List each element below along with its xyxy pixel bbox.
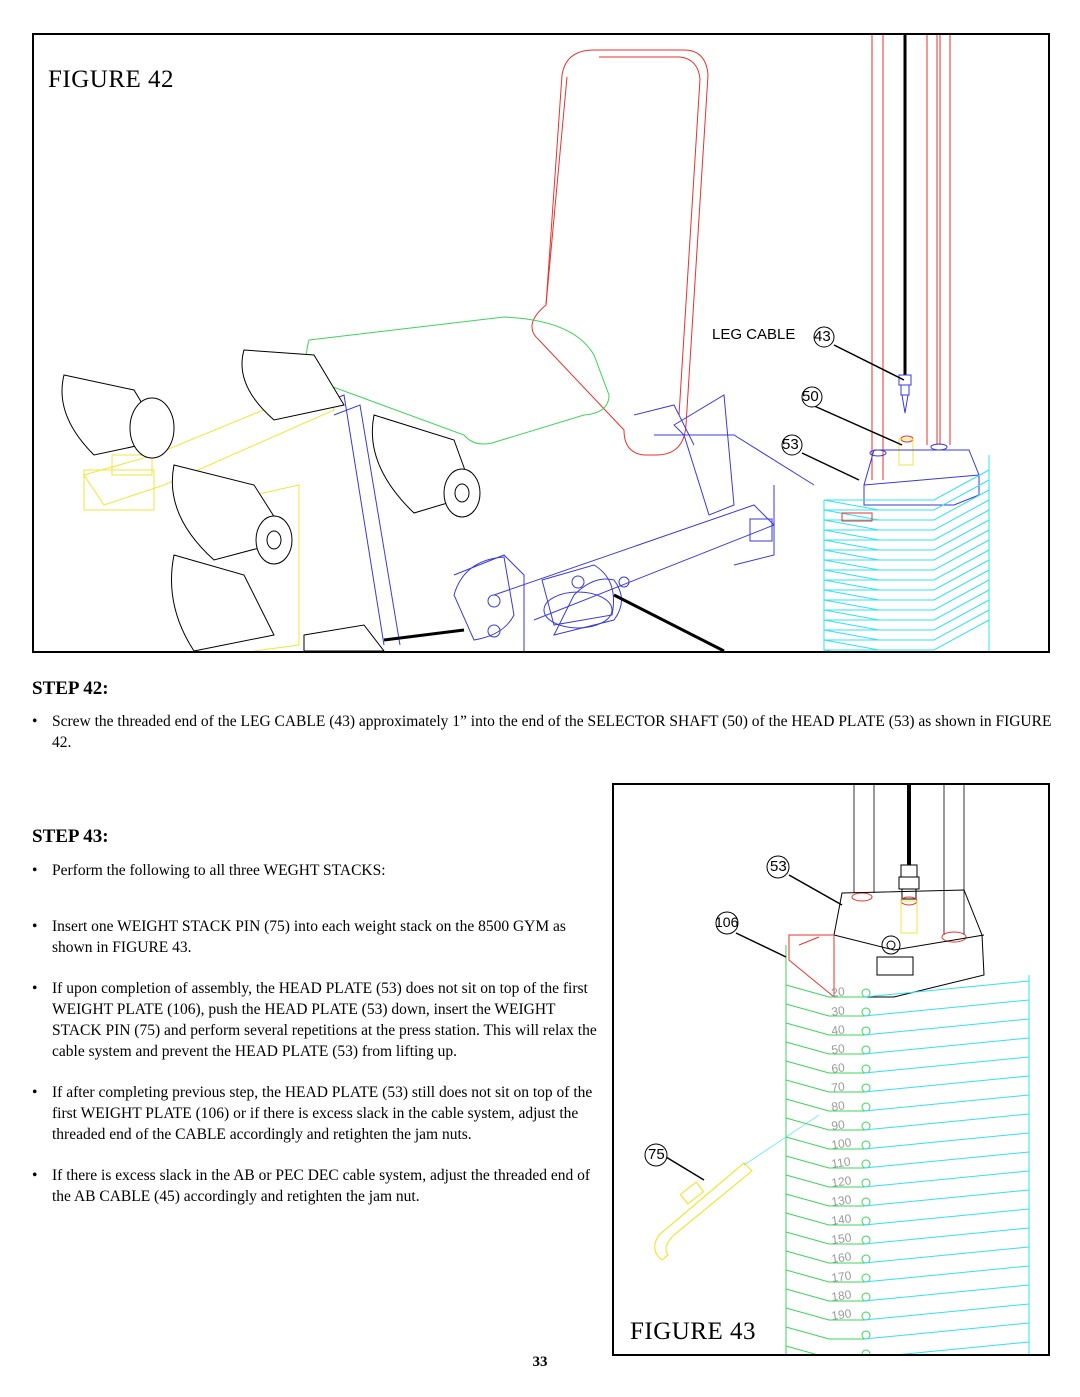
plate-number-label: 20 bbox=[830, 984, 845, 1000]
plate-numbers: 20 30 40 50 60 70 80 90 100 110 120 130 140 150 160 170… bbox=[830, 984, 852, 1323]
leg-cable-label: LEG CABLE bbox=[712, 326, 796, 343]
weight-stack-right bbox=[863, 975, 1030, 1354]
plate-number-label: 100 bbox=[830, 1135, 852, 1152]
plate-number-label: 90 bbox=[830, 1117, 845, 1133]
callout-75: 75 bbox=[648, 1146, 665, 1163]
step-43-heading: STEP 43: bbox=[32, 826, 109, 847]
selector-shaft bbox=[851, 892, 967, 943]
callout-43: 43 bbox=[814, 328, 831, 345]
plate-number-label: 150 bbox=[830, 1230, 852, 1247]
figure-43-drawing: 20 30 40 50 60 70 80 90 100 110 120 130 140 150 160 170… bbox=[644, 785, 1030, 1354]
frame bbox=[319, 394, 815, 651]
weight-stack bbox=[785, 945, 871, 1354]
step-43-bullet: Insert one WEIGHT STACK PIN (75) into ea… bbox=[32, 916, 607, 958]
step-43-bullet: If after completing previous step, the H… bbox=[32, 1082, 607, 1145]
weight-stack-pin bbox=[654, 1162, 753, 1261]
figure-42-drawing bbox=[61, 35, 990, 651]
callout-leaders bbox=[665, 874, 843, 1181]
callout-53: 53 bbox=[782, 436, 799, 453]
plate-number-label: 180 bbox=[830, 1287, 852, 1304]
guide-rods bbox=[853, 785, 965, 935]
pulleys bbox=[453, 556, 630, 641]
callout-circles bbox=[644, 855, 790, 1167]
step-42-bullets: Screw the threaded end of the LEG CABLE … bbox=[32, 711, 1052, 753]
backrest-pad bbox=[531, 49, 709, 456]
step-43-bullet: If there is excess slack in the AB or PE… bbox=[32, 1165, 607, 1207]
plate-number-label: 80 bbox=[830, 1098, 845, 1114]
guide-rods bbox=[871, 35, 951, 480]
callout-50: 50 bbox=[802, 388, 819, 405]
step-43-bullet: If upon completion of assembly, the HEAD… bbox=[32, 978, 607, 1062]
step-42-heading: STEP 42: bbox=[32, 678, 109, 699]
plate-number-label: 110 bbox=[830, 1154, 851, 1171]
figure-42: FIGURE 42 LEG CABLE 43 50 53 bbox=[32, 33, 1050, 653]
plate-number-label: 50 bbox=[830, 1041, 845, 1057]
seat-pad bbox=[305, 316, 610, 445]
plate-number-label: 140 bbox=[830, 1211, 852, 1228]
callout-leaders bbox=[801, 344, 905, 481]
page-number: 33 bbox=[532, 1354, 548, 1370]
figure-43: 20 30 40 50 60 70 80 90 100 110 120 130 140 150 160 170… bbox=[612, 783, 1050, 1356]
cable-fitting bbox=[898, 864, 920, 900]
callout-106: 106 bbox=[715, 914, 739, 930]
weight-stack bbox=[823, 455, 990, 651]
figure-42-title: FIGURE 42 bbox=[48, 66, 175, 93]
plate-number-label: 60 bbox=[830, 1060, 845, 1076]
plate-number-label: 190 bbox=[830, 1306, 852, 1323]
plate-number-label: 70 bbox=[830, 1079, 845, 1095]
cable-fitting bbox=[898, 374, 912, 414]
plate-number-label: 40 bbox=[830, 1022, 845, 1038]
step-43-bullet: Perform the following to all three WEGHT… bbox=[32, 860, 607, 881]
plate-number-label: 30 bbox=[830, 1003, 845, 1019]
callout-circles bbox=[781, 326, 835, 456]
plate-number-label: 130 bbox=[830, 1192, 852, 1209]
callout-53: 53 bbox=[770, 858, 787, 875]
step-42-bullet: Screw the threaded end of the LEG CABLE … bbox=[32, 711, 1052, 753]
roller-pads bbox=[61, 349, 481, 651]
plate-number-label: 160 bbox=[830, 1249, 852, 1266]
step-43-bullets: Perform the following to all three WEGHT… bbox=[32, 860, 607, 1207]
pulley-cables bbox=[383, 593, 725, 651]
plate-number-label: 120 bbox=[830, 1173, 852, 1190]
head-plate bbox=[863, 443, 980, 506]
head-plate bbox=[833, 889, 985, 998]
selector-shaft bbox=[898, 435, 914, 466]
figure-43-title: FIGURE 43 bbox=[630, 1318, 757, 1346]
plate-number-label: 170 bbox=[830, 1268, 852, 1285]
